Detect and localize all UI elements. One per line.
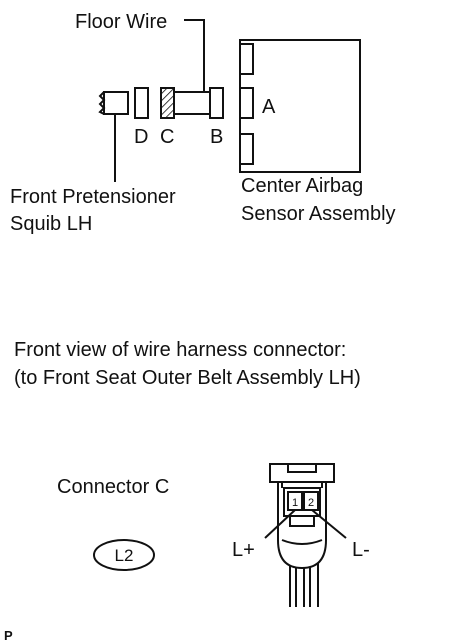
pin-1-leader [264,509,296,539]
floor-wire-harness [173,91,211,115]
pin-2-label: 2 [308,497,314,509]
sensor-label-line2: Sensor Assembly [241,203,396,225]
floor-wire-label: Floor Wire [75,11,167,33]
front-view-line2: (to Front Seat Outer Belt Assembly LH) [14,367,361,389]
pin-2-leader [311,509,347,539]
pretensioner-squib [98,91,129,115]
connector-d-label: D [134,126,148,148]
pin-left-label: L+ [232,539,255,561]
pin-1-label: 1 [292,497,298,509]
connector-c-front-view [269,463,335,607]
connector-d-shape [134,87,149,119]
connector-b-shape [209,87,224,119]
connector-name-label: Connector C [57,476,169,498]
connector-c-shape [160,87,175,119]
connector-c-label: C [160,126,174,148]
floor-wire-leader [184,19,205,92]
corner-mark: P [4,628,13,643]
center-airbag-sensor [239,39,361,173]
sensor-label-line1: Center Airbag [241,175,363,197]
connector-code: L2 [115,546,134,565]
connector-a-label: A [262,96,276,118]
front-view-line1: Front view of wire harness connector: [14,339,346,361]
pretensioner-label-line1: Front Pretensioner [10,186,176,208]
connector-b-label: B [210,126,223,148]
connector-code-badge [93,539,155,571]
pretensioner-label-line2: Squib LH [10,213,92,235]
pin-right-label: L- [352,539,370,561]
